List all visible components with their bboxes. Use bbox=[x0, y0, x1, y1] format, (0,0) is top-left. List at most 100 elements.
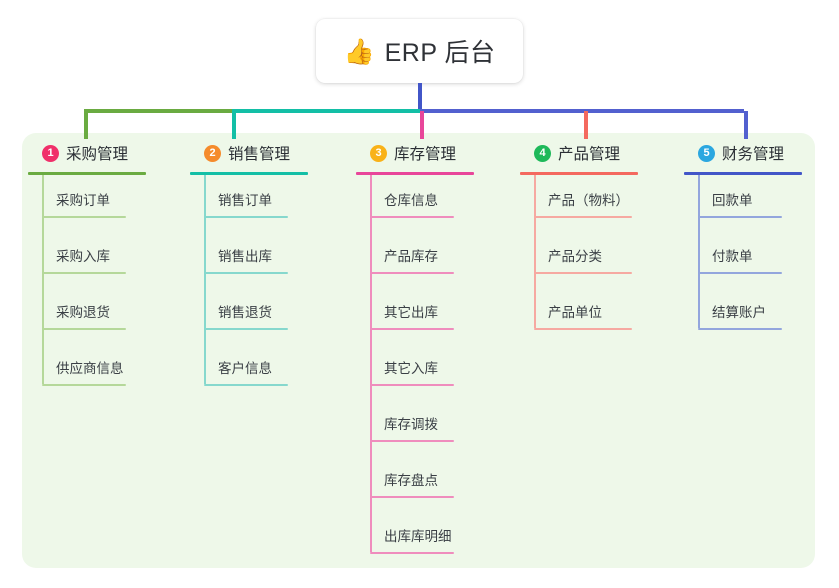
branch-number-badge-sales: 2 bbox=[204, 144, 221, 162]
branch-header-label-product: 产品管理 bbox=[558, 146, 621, 163]
leaf-node[interactable]: 付款单 bbox=[684, 231, 834, 287]
leaf-node[interactable]: 结算账户 bbox=[684, 287, 834, 343]
leaf-node-label: 产品单位 bbox=[548, 305, 602, 320]
diagram-panel-background bbox=[22, 133, 815, 568]
root-node-label: ERP 后台 bbox=[384, 39, 496, 67]
leaf-node-rule bbox=[534, 216, 632, 218]
leaf-node[interactable]: 采购退货 bbox=[28, 287, 178, 343]
leaf-node[interactable]: 产品分类 bbox=[520, 231, 680, 287]
leaf-node-rule bbox=[370, 328, 454, 330]
leaf-node[interactable]: 回款单 bbox=[684, 175, 834, 231]
branch-header-procurement[interactable]: 1 采购管理 bbox=[28, 139, 178, 167]
leaf-node-label: 回款单 bbox=[712, 193, 753, 208]
leaf-node-rule bbox=[370, 272, 454, 274]
root-node-erp-backend[interactable]: 👍 ERP 后台 bbox=[316, 19, 523, 83]
leaf-node-rule bbox=[370, 552, 454, 554]
leaf-node-label: 付款单 bbox=[712, 249, 753, 264]
leaf-node-rule bbox=[698, 328, 782, 330]
drop-inventory bbox=[420, 111, 424, 139]
teal-segment bbox=[232, 109, 420, 113]
leaf-node-label: 产品分类 bbox=[548, 249, 602, 264]
branch-column-procurement: 1 采购管理采购订单采购入库采购退货供应商信息 bbox=[28, 139, 178, 399]
leaf-node-rule bbox=[534, 272, 632, 274]
leaf-node[interactable]: 其它出库 bbox=[356, 287, 506, 343]
leaf-node-rule bbox=[370, 496, 454, 498]
leaf-node-label: 采购入库 bbox=[56, 249, 110, 264]
leaf-node[interactable]: 出库库明细 bbox=[356, 511, 506, 567]
leaf-node[interactable]: 采购入库 bbox=[28, 231, 178, 287]
drop-procurement bbox=[84, 111, 88, 139]
branch-header-sales[interactable]: 2 销售管理 bbox=[190, 139, 340, 167]
branch-items-finance: 回款单付款单结算账户 bbox=[684, 175, 834, 343]
green-segment bbox=[84, 109, 232, 113]
leaf-node-label: 采购退货 bbox=[56, 305, 110, 320]
leaf-node[interactable]: 供应商信息 bbox=[28, 343, 178, 399]
leaf-node-rule bbox=[370, 384, 454, 386]
leaf-node-rule bbox=[204, 384, 288, 386]
branch-header-label-procurement: 采购管理 bbox=[66, 146, 129, 163]
drop-finance bbox=[744, 111, 748, 139]
leaf-node-rule bbox=[698, 216, 782, 218]
leaf-node[interactable]: 销售订单 bbox=[190, 175, 340, 231]
branch-number-badge-finance: 5 bbox=[698, 144, 715, 162]
branch-spine-sales bbox=[204, 175, 206, 384]
leaf-node[interactable]: 产品（物料） bbox=[520, 175, 680, 231]
branch-items-procurement: 采购订单采购入库采购退货供应商信息 bbox=[28, 175, 178, 399]
leaf-node-rule bbox=[204, 272, 288, 274]
leaf-node[interactable]: 销售退货 bbox=[190, 287, 340, 343]
leaf-node-label: 结算账户 bbox=[712, 305, 766, 320]
branch-items-inventory: 仓库信息产品库存其它出库其它入库库存调拨库存盘点出库库明细 bbox=[356, 175, 506, 567]
drop-sales bbox=[232, 111, 236, 139]
branch-column-sales: 2 销售管理销售订单销售出库销售退货客户信息 bbox=[190, 139, 340, 399]
branch-spine-procurement bbox=[42, 175, 44, 384]
leaf-node-rule bbox=[698, 272, 782, 274]
leaf-node[interactable]: 采购订单 bbox=[28, 175, 178, 231]
leaf-node-label: 其它入库 bbox=[384, 361, 438, 376]
branch-items-product: 产品（物料） 产品分类产品单位 bbox=[520, 175, 680, 343]
root-connector-stem bbox=[418, 83, 422, 111]
leaf-node-label: 销售出库 bbox=[218, 249, 272, 264]
leaf-node-label: 客户信息 bbox=[218, 361, 272, 376]
branch-header-rule-product bbox=[520, 172, 638, 175]
leaf-node-rule bbox=[42, 328, 126, 330]
branch-number-badge-inventory: 3 bbox=[370, 144, 387, 162]
leaf-node[interactable]: 其它入库 bbox=[356, 343, 506, 399]
thumbs-up-icon: 👍 bbox=[343, 36, 375, 66]
leaf-node-label: 仓库信息 bbox=[384, 193, 438, 208]
leaf-node[interactable]: 客户信息 bbox=[190, 343, 340, 399]
branch-items-sales: 销售订单销售出库销售退货客户信息 bbox=[190, 175, 340, 399]
leaf-node-rule bbox=[42, 272, 126, 274]
drop-product bbox=[584, 111, 588, 139]
leaf-node-rule bbox=[370, 440, 454, 442]
leaf-node-rule bbox=[204, 216, 288, 218]
leaf-node[interactable]: 销售出库 bbox=[190, 231, 340, 287]
branch-number-badge-procurement: 1 bbox=[42, 144, 59, 162]
branch-header-rule-inventory bbox=[356, 172, 474, 175]
leaf-node[interactable]: 库存调拨 bbox=[356, 399, 506, 455]
leaf-node-label: 其它出库 bbox=[384, 305, 438, 320]
leaf-node-rule bbox=[204, 328, 288, 330]
leaf-node-label: 采购订单 bbox=[56, 193, 110, 208]
branch-header-rule-finance bbox=[684, 172, 802, 175]
branch-spine-finance bbox=[698, 175, 700, 328]
leaf-node-label: 库存调拨 bbox=[384, 417, 438, 432]
leaf-node-label: 销售退货 bbox=[218, 305, 272, 320]
branch-column-finance: 5 财务管理回款单付款单结算账户 bbox=[684, 139, 834, 343]
leaf-node[interactable]: 产品库存 bbox=[356, 231, 506, 287]
leaf-node-rule bbox=[42, 216, 126, 218]
branch-header-label-sales: 销售管理 bbox=[228, 146, 291, 163]
branch-header-label-finance: 财务管理 bbox=[722, 146, 785, 163]
branch-header-finance[interactable]: 5 财务管理 bbox=[684, 139, 834, 167]
branch-spine-inventory bbox=[370, 175, 372, 552]
leaf-node[interactable]: 库存盘点 bbox=[356, 455, 506, 511]
leaf-node-label: 产品（物料） bbox=[548, 193, 629, 208]
leaf-node[interactable]: 产品单位 bbox=[520, 287, 680, 343]
leaf-node-label: 出库库明细 bbox=[384, 529, 452, 544]
leaf-node[interactable]: 仓库信息 bbox=[356, 175, 506, 231]
leaf-node-rule bbox=[370, 216, 454, 218]
leaf-node-label: 产品库存 bbox=[384, 249, 438, 264]
